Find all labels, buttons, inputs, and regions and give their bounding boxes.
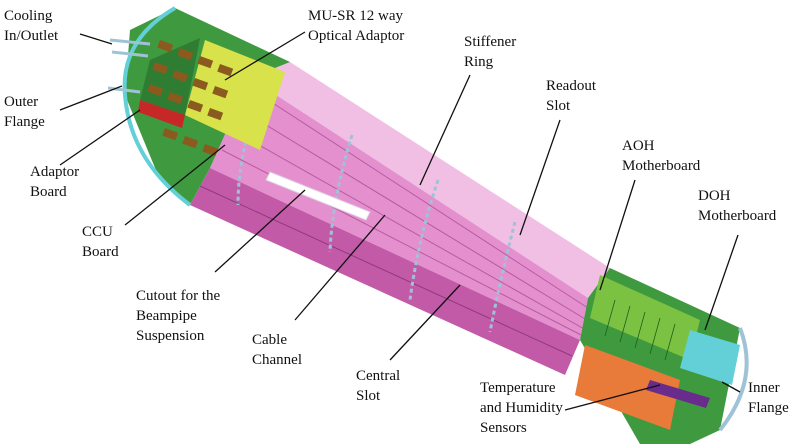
sensor-strip (646, 380, 710, 408)
label-doh-line2: Motherboard (698, 208, 777, 224)
label-doh-line1: DOH (698, 188, 731, 204)
label-cable-line2: Channel (252, 352, 302, 368)
label-stiffener-line2: Ring (464, 54, 494, 70)
leader-cable (294, 214, 386, 321)
label-cable-line1: Cable (252, 332, 287, 348)
label-ccu-line1: CCU (82, 224, 113, 240)
label-central-line1: Central (356, 368, 401, 384)
label-doh: DOH Motherboard (698, 186, 776, 226)
panel-line (235, 131, 587, 331)
beampipe-cutout (265, 171, 371, 221)
label-cooling-line2: In/Outlet (4, 28, 59, 44)
right-electronics-section (575, 268, 749, 444)
leader-central (389, 284, 461, 361)
leader-adaptor (59, 109, 141, 166)
label-musr: MU-SR 12 way Optical Adaptor (308, 6, 404, 46)
label-cutout-line2: Beampipe (136, 308, 197, 324)
label-aoh-line1: AOH (622, 138, 655, 154)
label-aoh-line2: Motherboard (622, 158, 701, 174)
label-temperature-line2: and Humidity (480, 400, 563, 416)
stiffener-ring (328, 134, 354, 253)
label-stiffener-line1: Stiffener (464, 34, 517, 50)
label-cutout-line3: Suspension (136, 328, 205, 344)
board-grid (604, 299, 676, 361)
leader-musr (224, 31, 306, 81)
label-aoh: AOH Motherboard (622, 136, 700, 176)
outer-flange (122, 6, 192, 207)
left-electronics-section (107, 6, 290, 207)
label-outer-flange: Outer Flange (4, 92, 45, 132)
leader-outer-flange (59, 85, 123, 111)
cooling-pipe (109, 38, 151, 46)
label-cooling-line1: Cooling (4, 8, 53, 24)
label-readout-line1: Readout (546, 78, 596, 94)
label-cutout-line1: Cutout for the (136, 288, 221, 304)
label-inner-flange: Inner Flange (748, 378, 789, 418)
leader-doh (704, 234, 739, 331)
label-inner-flange-line1: Inner (748, 380, 780, 396)
orange-panel (575, 345, 680, 430)
label-temperature-line3: Sensors (480, 420, 527, 436)
panel-line (261, 95, 595, 313)
leader-aoh (599, 179, 636, 291)
label-temperature-line1: Temperature (480, 380, 556, 396)
label-stiffener: Stiffener Ring (464, 32, 516, 72)
label-cable: Cable Channel (252, 330, 302, 370)
label-outer-flange-line1: Outer (4, 94, 39, 110)
leader-stiffener (419, 74, 471, 186)
stiffener-ring (488, 221, 517, 333)
label-temperature: Temperature and Humidity Sensors (480, 378, 563, 438)
leader-cooling (79, 33, 113, 45)
label-adaptor: Adaptor Board (30, 162, 79, 202)
label-musr-line1: MU-SR 12 way (308, 8, 404, 24)
adaptor-board-red (138, 100, 185, 128)
aoh-motherboard (590, 275, 700, 360)
leader-cutout (214, 189, 306, 273)
label-readout: Readout Slot (546, 76, 596, 116)
label-central-line2: Slot (356, 388, 381, 404)
label-cooling: Cooling In/Outlet (4, 6, 58, 46)
label-outer-flange-line2: Flange (4, 114, 45, 130)
leader-temperature (564, 384, 661, 411)
label-ccu: CCU Board (82, 222, 119, 262)
label-readout-line2: Slot (546, 98, 571, 114)
leader-ccu (124, 144, 226, 226)
tube-bottom-surface (190, 168, 580, 375)
label-central: Central Slot (356, 366, 400, 406)
tube-front-surface (210, 78, 588, 340)
label-musr-line2: Optical Adaptor (308, 28, 405, 44)
label-cutout: Cutout for the Beampipe Suspension (136, 286, 220, 346)
panel-line (199, 185, 573, 357)
label-ccu-line2: Board (82, 244, 119, 260)
label-adaptor-line2: Board (30, 184, 67, 200)
panel-line (247, 113, 591, 323)
cooling-pipe (111, 50, 149, 58)
leader-lines (59, 31, 741, 411)
optical-adaptor-connectors (147, 39, 234, 157)
leader-readout (519, 119, 561, 236)
tube-top-surface (250, 62, 610, 298)
label-adaptor-line1: Adaptor (30, 164, 80, 180)
inner-flange (718, 327, 749, 432)
label-inner-flange-line2: Flange (748, 400, 789, 416)
leader-inner-flange (721, 381, 741, 393)
doh-motherboard (680, 330, 740, 385)
cylinder-body (190, 62, 610, 375)
